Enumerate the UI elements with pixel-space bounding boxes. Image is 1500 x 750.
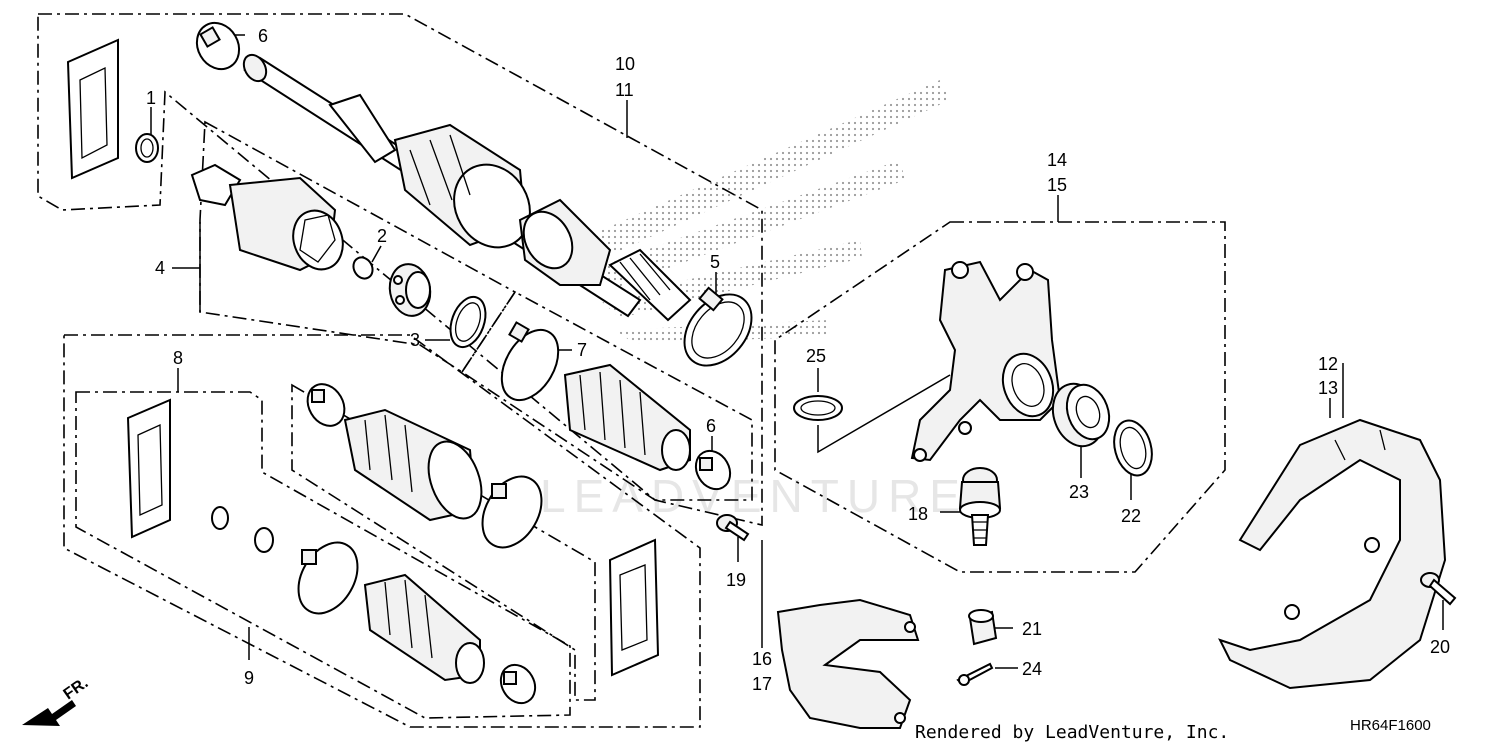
part-band-5 (683, 286, 753, 367)
leader-lines (150, 34, 1444, 669)
instruction-sheet-top (66, 38, 119, 180)
part-snap-ring-3 (449, 295, 487, 349)
outline-knuckle (774, 221, 1226, 573)
part-boot-7 (500, 321, 691, 472)
outline-boot-upper (291, 383, 596, 701)
callout-5: 5 (710, 252, 720, 272)
callout-9: 9 (244, 668, 254, 688)
part-inner-joint-4 (190, 163, 344, 272)
callout-labels: 6 1 10 11 2 4 3 5 7 6 8 9 14 15 25 12 13… (146, 26, 1450, 694)
callout-3: 3 (410, 330, 420, 350)
outline-boot-kit-9 (63, 334, 701, 728)
direction-label: FR. (61, 675, 92, 704)
callout-14: 14 (1047, 150, 1067, 170)
watermark-text: LEADVENTURE (540, 470, 968, 522)
callout-16: 16 (752, 649, 772, 669)
callout-4: 4 (155, 258, 165, 278)
outline-boot-kit-8 (75, 391, 571, 719)
callout-13: 13 (1318, 378, 1338, 398)
callout-2: 2 (377, 226, 387, 246)
part-circlip-25 (793, 395, 843, 421)
callout-22: 22 (1121, 506, 1141, 526)
part-bearing-23 (1051, 382, 1111, 448)
part-drive-shaft-10 (242, 53, 692, 322)
callout-19: 19 (726, 570, 746, 590)
part-boot-kit-left (126, 383, 660, 705)
diagram-code: HR64F1600 (1350, 717, 1431, 734)
front-direction-arrow: FR. (22, 675, 91, 726)
callout-1: 1 (146, 88, 156, 108)
part-clamp-6-top (195, 21, 241, 71)
callout-15: 15 (1047, 175, 1067, 195)
part-disc-guard-12 (1218, 418, 1447, 690)
part-bolt-20 (1420, 572, 1457, 606)
callout-25: 25 (806, 346, 826, 366)
callout-6a: 6 (258, 26, 268, 46)
callout-21: 21 (1022, 619, 1042, 639)
callout-18: 18 (908, 504, 928, 524)
render-credit: Rendered by LeadVenture, Inc. (915, 722, 1229, 743)
callout-10: 10 (615, 54, 635, 74)
part-ball-joint-18 (958, 467, 1002, 546)
callout-20: 20 (1430, 637, 1450, 657)
outline-boot-set (460, 290, 753, 501)
callout-8: 8 (173, 348, 183, 368)
part-arm-plate-16 (776, 598, 920, 729)
callout-23: 23 (1069, 482, 1089, 502)
part-bolt-19 (716, 514, 750, 542)
part-nut-21 (968, 609, 998, 646)
part-bearing-cage (388, 263, 432, 317)
watermark-logo: LEADVENTURE (540, 80, 968, 522)
part-snap-ring-1 (135, 133, 159, 163)
callout-12: 12 (1318, 354, 1338, 374)
part-circlip-2 (352, 256, 374, 280)
outline-inner-joint (199, 120, 517, 374)
callout-6b: 6 (706, 416, 716, 436)
part-cotter-pin-24 (956, 662, 994, 686)
part-snap-ring-22 (1113, 419, 1153, 477)
callout-7: 7 (577, 340, 587, 360)
callout-17: 17 (752, 674, 772, 694)
part-clamp-6-mid (694, 449, 732, 491)
callout-11: 11 (615, 80, 634, 100)
callout-24: 24 (1022, 659, 1042, 679)
part-knuckle-14 (910, 260, 1062, 462)
